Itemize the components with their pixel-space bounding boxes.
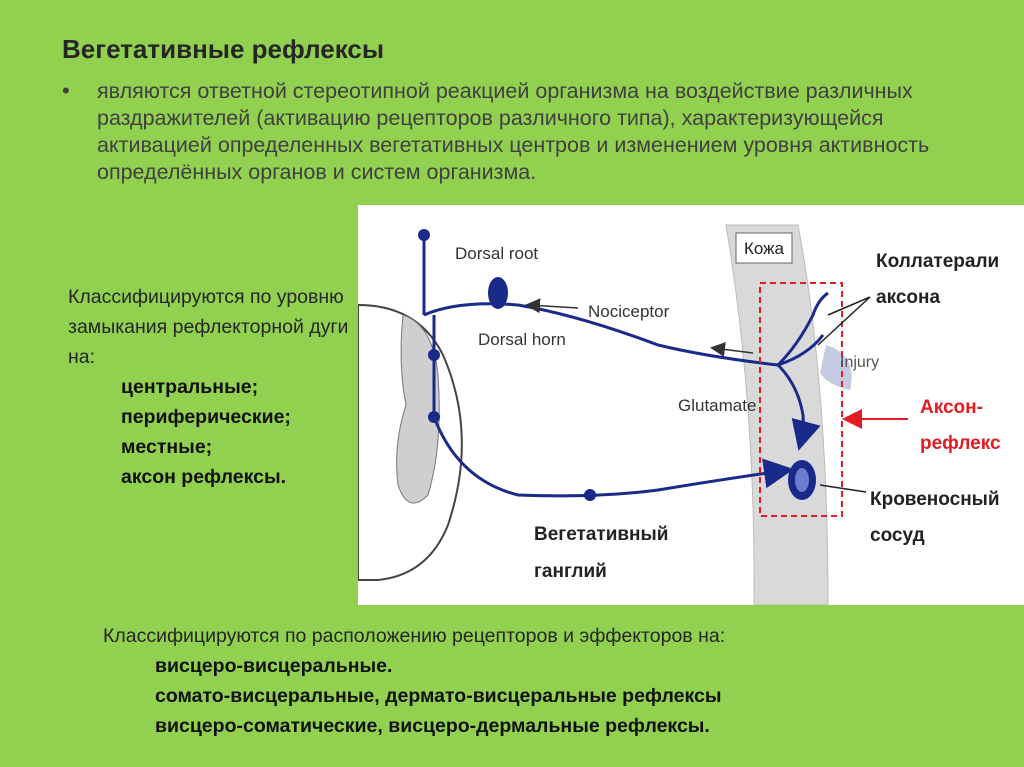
blood-vessel-lumen — [795, 468, 809, 492]
list-item: висцеро-висцеральные. — [155, 655, 393, 677]
interneuron-soma-1 — [428, 349, 440, 361]
list-item: сомато-висцеральные, дермато-висцеральны… — [155, 685, 722, 707]
ganglion-label-line2: ганглий — [534, 561, 607, 582]
list-item: висцеро-соматические, висцеро-дермальные… — [155, 715, 710, 737]
classification-location-intro: Классифицируются по расположению рецепто… — [103, 625, 726, 647]
skin-label-box — [735, 232, 793, 264]
collaterals-label-line1: Коллатерали — [876, 251, 999, 272]
axon-reflex-label-line2: рефлекс — [920, 433, 1001, 454]
bullet-dot-icon: • — [62, 78, 70, 103]
collateral-branch-1 — [776, 291, 829, 367]
list-item: местные; — [121, 436, 213, 458]
classification-by-location: Классифицируются по расположению рецепто… — [103, 621, 1003, 741]
collateral-branch-3 — [776, 363, 821, 451]
classification-location-list: висцеро-висцеральные. сомато-висцеральны… — [155, 651, 1003, 741]
list-item: периферические; — [121, 406, 291, 428]
efferent-fiber — [432, 416, 794, 498]
definition-text: являются ответной стереотипной реакцией … — [97, 79, 930, 184]
skin-label: Кожа — [744, 239, 785, 258]
classification-level-list: центральные; периферические; местные; ак… — [121, 372, 358, 492]
axon-reflex-diagram: Кожа Dorsal — [358, 205, 1024, 605]
injury-area — [820, 345, 852, 390]
diagram-canvas: Кожа Dorsal — [358, 224, 1001, 605]
skin-band — [725, 224, 829, 605]
vessel-callout — [819, 484, 867, 493]
injury-label: Injury — [840, 354, 879, 371]
gray-matter — [396, 314, 440, 504]
axon-reflex-box — [759, 282, 843, 517]
slide-title: Вегетативные рефлексы — [62, 34, 385, 64]
classification-level-intro: Классифицируются по уровню замыкания реф… — [68, 286, 349, 368]
dorsal-root-soma-top — [418, 229, 430, 241]
vessel-label-line1: Кровеносный — [870, 489, 1000, 510]
glutamate-label: Glutamate — [678, 396, 756, 415]
collateral-callout-1 — [827, 296, 871, 316]
glutamate-arrow — [710, 342, 754, 357]
nociceptor-label: Nociceptor — [588, 302, 670, 321]
vessel-label-line2: сосуд — [870, 525, 925, 546]
list-item: центральные; — [121, 376, 259, 398]
nociceptor-arrow — [525, 298, 579, 314]
list-item: аксон рефлексы. — [121, 466, 287, 488]
ganglion-label-line1: Вегетативный — [534, 524, 668, 545]
dorsal-root-ganglion — [488, 277, 508, 309]
ganglion-soma — [584, 489, 596, 501]
collaterals-label-line2: аксона — [876, 287, 940, 308]
collateral-callout-2 — [817, 296, 871, 346]
axon-reflex-label-line1: Аксон- — [920, 397, 983, 418]
dorsal-horn-label: Dorsal horn — [478, 330, 566, 349]
classification-by-level: Классифицируются по уровню замыкания реф… — [68, 282, 358, 492]
collateral-branch-2 — [777, 334, 825, 367]
dorsal-root-label: Dorsal root — [455, 244, 538, 263]
